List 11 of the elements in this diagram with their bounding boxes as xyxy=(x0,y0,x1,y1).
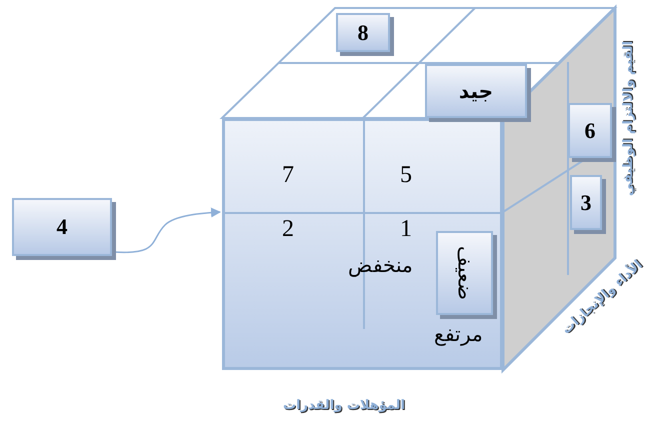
axis-title: القيم والالتزام الوظيفي xyxy=(620,40,636,196)
axis-value-label: منخفض xyxy=(348,254,413,278)
number-label: 5 xyxy=(400,162,412,189)
number-label: 7 xyxy=(282,162,294,189)
number-label: 1 xyxy=(400,216,412,243)
axis-value-label: مرتفع xyxy=(434,323,483,347)
cube-front-face xyxy=(222,118,503,370)
arrow xyxy=(114,208,221,254)
axis-title: المؤهلات والقدرات xyxy=(283,398,405,413)
axis-title: الأداء والإنجازات xyxy=(558,257,646,337)
number-label: 2 xyxy=(282,216,294,243)
